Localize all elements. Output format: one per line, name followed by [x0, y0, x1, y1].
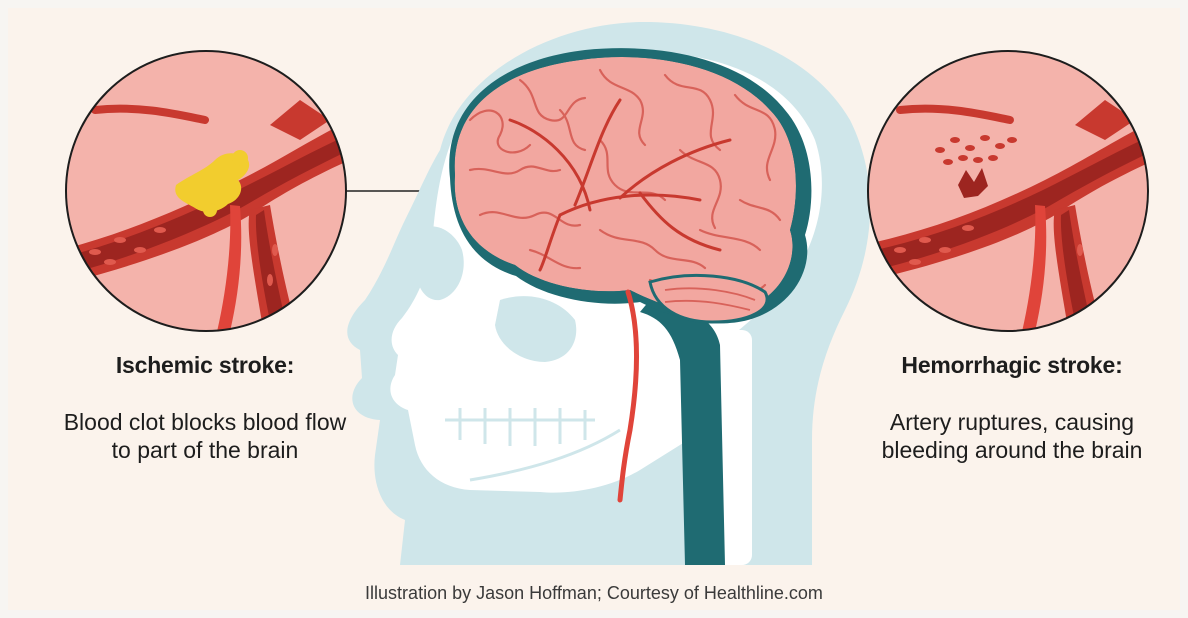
ischemic-inset — [60, 51, 350, 340]
ischemic-description: Blood clot blocks blood flow to part of … — [60, 408, 350, 464]
illustration-credit: Illustration by Jason Hoffman; Courtesy … — [0, 583, 1188, 604]
hemorrhagic-title: Hemorrhagic stroke: — [862, 352, 1162, 379]
hemorrhagic-inset — [862, 51, 1155, 340]
hemorrhagic-description: Artery ruptures, causing bleeding around… — [862, 408, 1162, 464]
ischemic-title: Ischemic stroke: — [60, 352, 350, 379]
